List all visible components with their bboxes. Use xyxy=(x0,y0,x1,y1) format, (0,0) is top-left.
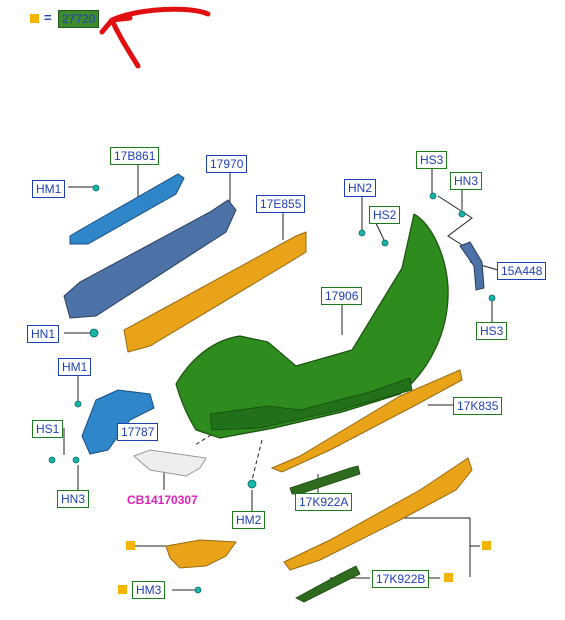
bracket-15a448 xyxy=(459,241,485,291)
label-15a448: 15A448 xyxy=(497,262,547,280)
label-hn3-top: HN3 xyxy=(450,172,483,190)
lower-valance xyxy=(283,457,473,571)
label-hs3-top: HS3 xyxy=(416,151,448,169)
label-17787: 17787 xyxy=(117,423,159,441)
clip-hm3 xyxy=(194,586,202,594)
legend-equals: = xyxy=(44,10,52,25)
marker-square-icon xyxy=(482,541,491,550)
label-hm2: HM2 xyxy=(232,511,266,529)
label-17970: 17970 xyxy=(206,155,248,173)
trim-strip-17k922b xyxy=(295,565,361,603)
label-17906: 17906 xyxy=(321,287,363,305)
label-hm3: HM3 xyxy=(132,581,166,599)
clip-hm1-top xyxy=(92,184,100,192)
bumper-beam-17970 xyxy=(63,199,237,319)
clip-hn3-top xyxy=(458,210,466,218)
bracket-17787 xyxy=(81,389,155,455)
clip-hs3-right xyxy=(488,294,496,302)
valance-17k835 xyxy=(270,369,463,473)
red-annotation-arrow xyxy=(99,6,211,69)
clip-hn2 xyxy=(358,229,366,237)
label-17e855: 17E855 xyxy=(256,195,306,213)
label-hn3-bottom: HN3 xyxy=(57,490,90,508)
label-cb14170307: CB14170307 xyxy=(127,493,198,507)
label-hm1-top: HM1 xyxy=(32,180,66,198)
reflector-cb14170307 xyxy=(133,449,207,477)
clip-hs2 xyxy=(381,239,389,247)
legend-code: 27720 xyxy=(58,10,100,28)
clip-hm1-left xyxy=(74,400,82,408)
label-hn1: HN1 xyxy=(27,325,60,343)
energy-absorber-17e855 xyxy=(123,231,307,353)
marker-square-icon xyxy=(444,573,453,582)
label-hs1: HS1 xyxy=(32,420,64,438)
trim-strip-17k922a xyxy=(289,465,361,495)
clip-hn3-bottom xyxy=(72,456,80,464)
clip-hm2 xyxy=(247,479,257,489)
marker-square-icon xyxy=(126,541,135,550)
bumper-cover-17906 xyxy=(175,213,449,439)
label-17b861: 17B861 xyxy=(110,147,160,165)
clip-hs1 xyxy=(48,456,56,464)
label-hn2: HN2 xyxy=(344,179,377,197)
clip-hs3-top xyxy=(429,192,437,200)
bumper-cover-lower-lip xyxy=(209,377,413,431)
corner-trim xyxy=(165,539,237,569)
label-hm1-left: HM1 xyxy=(58,358,92,376)
label-17k922a: 17K922A xyxy=(295,493,353,511)
label-17k835: 17K835 xyxy=(453,397,503,415)
legend-square-icon xyxy=(30,14,39,23)
label-hs3-right: HS3 xyxy=(476,322,508,340)
label-hs2: HS2 xyxy=(369,206,401,224)
marker-square-icon xyxy=(118,585,127,594)
label-17k922b: 17K922B xyxy=(372,570,430,588)
bracket-17b861 xyxy=(69,173,185,245)
fasteners xyxy=(48,184,496,594)
clip-hn1 xyxy=(89,328,99,338)
